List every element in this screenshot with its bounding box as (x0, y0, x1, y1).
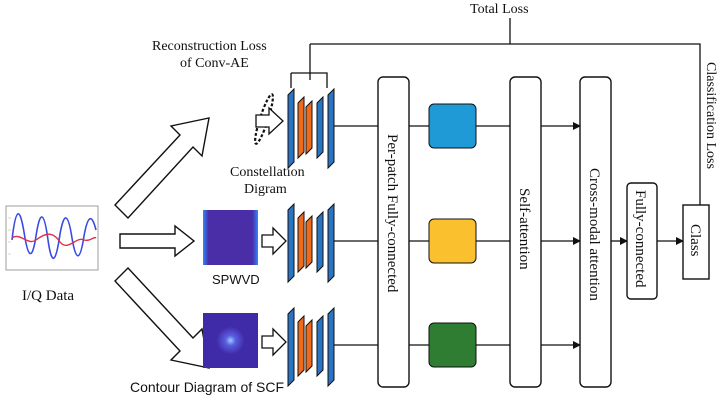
feature-to-selfattn-lines (476, 125, 510, 346)
encoder-input-arrows (255, 106, 287, 357)
reconstruction-loss-label-2: of Conv-AE (180, 56, 249, 71)
cross-modal-attention-block (579, 76, 612, 388)
self-attention-label: Self-attention (516, 188, 532, 270)
scf-image (203, 313, 258, 368)
feature-token-scf (428, 322, 477, 368)
scf-label: Contour Diagram of SCF (130, 379, 284, 395)
classification-loss-label: Classification Loss (703, 62, 718, 169)
iq-signal-plot (5, 205, 99, 271)
constellation-label-2: Digram (244, 182, 287, 197)
fully-connected-label: Fully-connected (632, 190, 648, 288)
selfattn-to-cross-arrows (541, 122, 581, 349)
encoder-to-patch-lines (334, 125, 378, 346)
constellation-label-1: Constellation (230, 165, 305, 180)
total-loss-lines (290, 18, 701, 205)
patch-to-feature-lines (409, 125, 429, 346)
class-block (682, 204, 710, 280)
feature-token-constellation (428, 103, 477, 149)
iq-data-label: I/Q Data (22, 288, 74, 304)
conv-ae-encoder-top (287, 87, 335, 170)
self-attention-block (509, 76, 542, 388)
feature-token-spwvd (428, 218, 477, 264)
per-patch-fc-label: Per-patch Fully-connected (384, 134, 400, 293)
input-split-arrows (114, 117, 210, 369)
reconstruction-loss-label-1: Reconstruction Loss (152, 39, 267, 54)
total-loss-label: Total Loss (470, 2, 529, 17)
spwvd-image (203, 210, 258, 265)
cross-modal-attention-label: Cross-modal attention (586, 168, 602, 301)
class-label: Class (687, 224, 703, 257)
spwvd-label: SPWVD (212, 272, 260, 287)
per-patch-fc-block (377, 76, 410, 388)
conv-ae-encoder-middle (287, 202, 335, 284)
conv-ae-encoder-bottom (287, 306, 335, 388)
